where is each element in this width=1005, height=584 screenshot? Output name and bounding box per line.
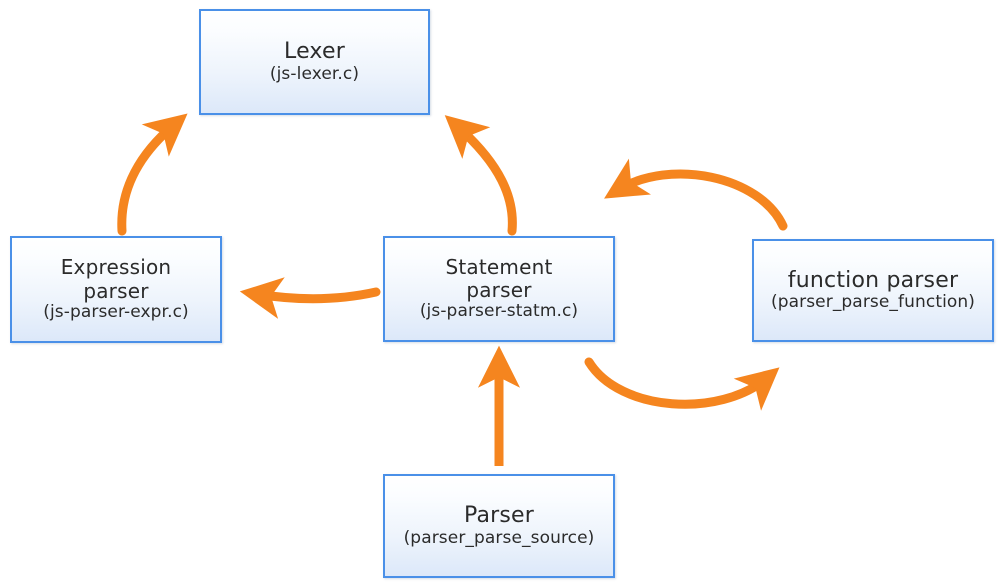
node-parser-subtitle: (parser_parse_source) xyxy=(403,527,595,548)
node-parser-title: Parser xyxy=(463,503,535,529)
node-function-parser-title: function parser xyxy=(787,267,959,293)
node-expression-parser-subtitle: (js-parser-expr.c) xyxy=(43,301,189,322)
node-function-parser-subtitle: (parser_parse_function) xyxy=(770,292,976,313)
node-statement-parser-subtitle: (js-parser-statm.c) xyxy=(419,301,579,322)
node-lexer-subtitle: (js-lexer.c) xyxy=(269,63,360,84)
arrow-statement-to-lexer xyxy=(444,115,517,236)
node-expression-parser-title-line2: parser xyxy=(83,278,149,303)
arrow-statement-to-function xyxy=(584,357,780,411)
arrow-statement-to-expression xyxy=(239,277,381,319)
node-expression-parser[interactable]: Expression parser (js-parser-expr.c) xyxy=(10,236,222,343)
node-lexer[interactable]: Lexer (js-lexer.c) xyxy=(199,9,430,115)
node-statement-parser[interactable]: Statement parser (js-parser-statm.c) xyxy=(383,236,615,342)
arrow-function-to-statement xyxy=(604,158,788,231)
node-lexer-title: Lexer xyxy=(284,39,345,65)
node-function-parser[interactable]: function parser (parser_parse_function) xyxy=(752,239,994,342)
node-statement-parser-title-line2: parser xyxy=(466,278,532,303)
node-parser[interactable]: Parser (parser_parse_source) xyxy=(383,474,615,578)
node-statement-parser-title: Statement xyxy=(445,254,553,279)
node-expression-parser-title: Expression xyxy=(60,255,172,280)
arrow-expression-to-lexer xyxy=(117,113,188,236)
